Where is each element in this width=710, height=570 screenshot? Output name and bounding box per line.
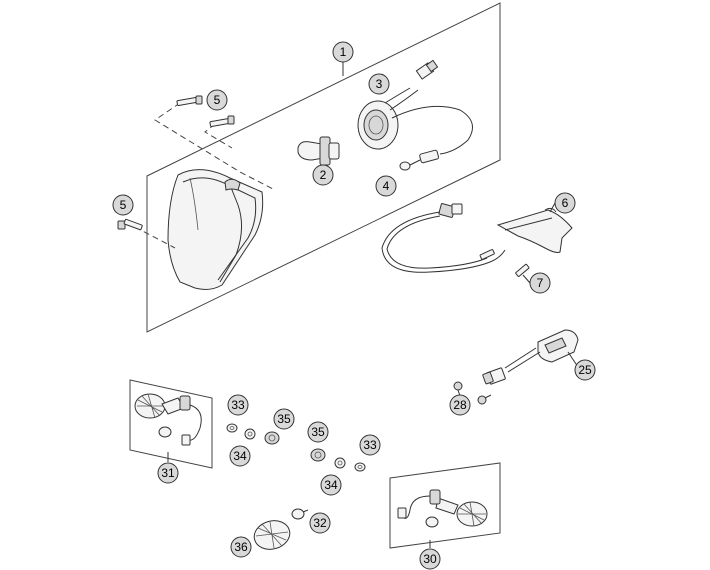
washer-33a (226, 423, 238, 433)
callout-5-top: 5 (206, 89, 228, 111)
svg-text:1: 1 (340, 45, 347, 59)
svg-text:33: 33 (231, 398, 245, 412)
washer-34b (334, 457, 346, 469)
callout-34-left: 34 (229, 445, 251, 467)
callout-1: 1 (332, 41, 354, 63)
svg-text:31: 31 (161, 466, 175, 480)
screw-top (176, 95, 203, 107)
turn-signal-lens (253, 520, 291, 550)
headlight-bracket (496, 207, 573, 253)
callout-33-left: 33 (227, 394, 249, 416)
screw-top-2 (209, 115, 235, 128)
turn-signal-right (397, 489, 488, 528)
turn-signal-bulb (291, 508, 309, 520)
license-plate-lamp (482, 329, 579, 385)
screw-left (117, 218, 143, 231)
svg-text:33: 33 (363, 438, 377, 452)
callout-30: 30 (419, 548, 441, 570)
nut-34a (244, 428, 256, 440)
leader-screw-left (134, 226, 176, 249)
svg-text:32: 32 (313, 516, 327, 530)
turn-signal-left (134, 393, 202, 446)
bulb-socket (357, 59, 473, 155)
callout-35-right: 35 (307, 421, 329, 443)
svg-text:34: 34 (233, 449, 247, 463)
svg-text:3: 3 (376, 77, 383, 91)
turn-signal-left-frame (129, 379, 213, 469)
svg-text:6: 6 (562, 196, 569, 210)
callout-3: 3 (368, 73, 390, 95)
callout-31: 31 (157, 462, 179, 484)
callout-7: 7 (529, 272, 551, 294)
wiring-harness (381, 203, 506, 273)
callout-25: 25 (574, 359, 596, 381)
headlight-housing (167, 169, 264, 290)
callout-34-right: 34 (320, 474, 342, 496)
callout-35-left: 35 (273, 408, 295, 430)
svg-text:25: 25 (578, 363, 592, 377)
turn-signal-right-frame (389, 462, 501, 549)
svg-text:30: 30 (423, 552, 437, 566)
bracket-screw (479, 249, 530, 277)
nut-35b (310, 448, 326, 462)
nut-35a (264, 431, 280, 445)
callout-28: 28 (449, 394, 471, 416)
callout-5-left: 5 (112, 194, 134, 216)
parking-bulb-socket (399, 149, 440, 171)
headlight-assembly-frame (146, 2, 501, 333)
callout-4: 4 (375, 175, 397, 197)
leader-6 (549, 202, 556, 213)
callout-32: 32 (309, 512, 331, 534)
svg-text:34: 34 (324, 478, 338, 492)
callout-33-right: 33 (359, 434, 381, 456)
leader-7 (522, 274, 531, 284)
svg-text:28: 28 (453, 398, 467, 412)
svg-text:4: 4 (383, 179, 390, 193)
svg-text:5: 5 (120, 198, 127, 212)
headlight-bulb (297, 136, 340, 166)
svg-text:2: 2 (320, 168, 327, 182)
svg-text:7: 7 (537, 276, 544, 290)
svg-text:35: 35 (311, 425, 325, 439)
callout-36: 36 (230, 536, 252, 558)
svg-text:35: 35 (277, 412, 291, 426)
svg-text:36: 36 (234, 540, 248, 554)
svg-text:5: 5 (214, 93, 221, 107)
callout-2: 2 (312, 164, 334, 186)
callout-6: 6 (554, 192, 576, 214)
leader-screw-top (154, 102, 276, 191)
washer-33b (354, 462, 366, 472)
